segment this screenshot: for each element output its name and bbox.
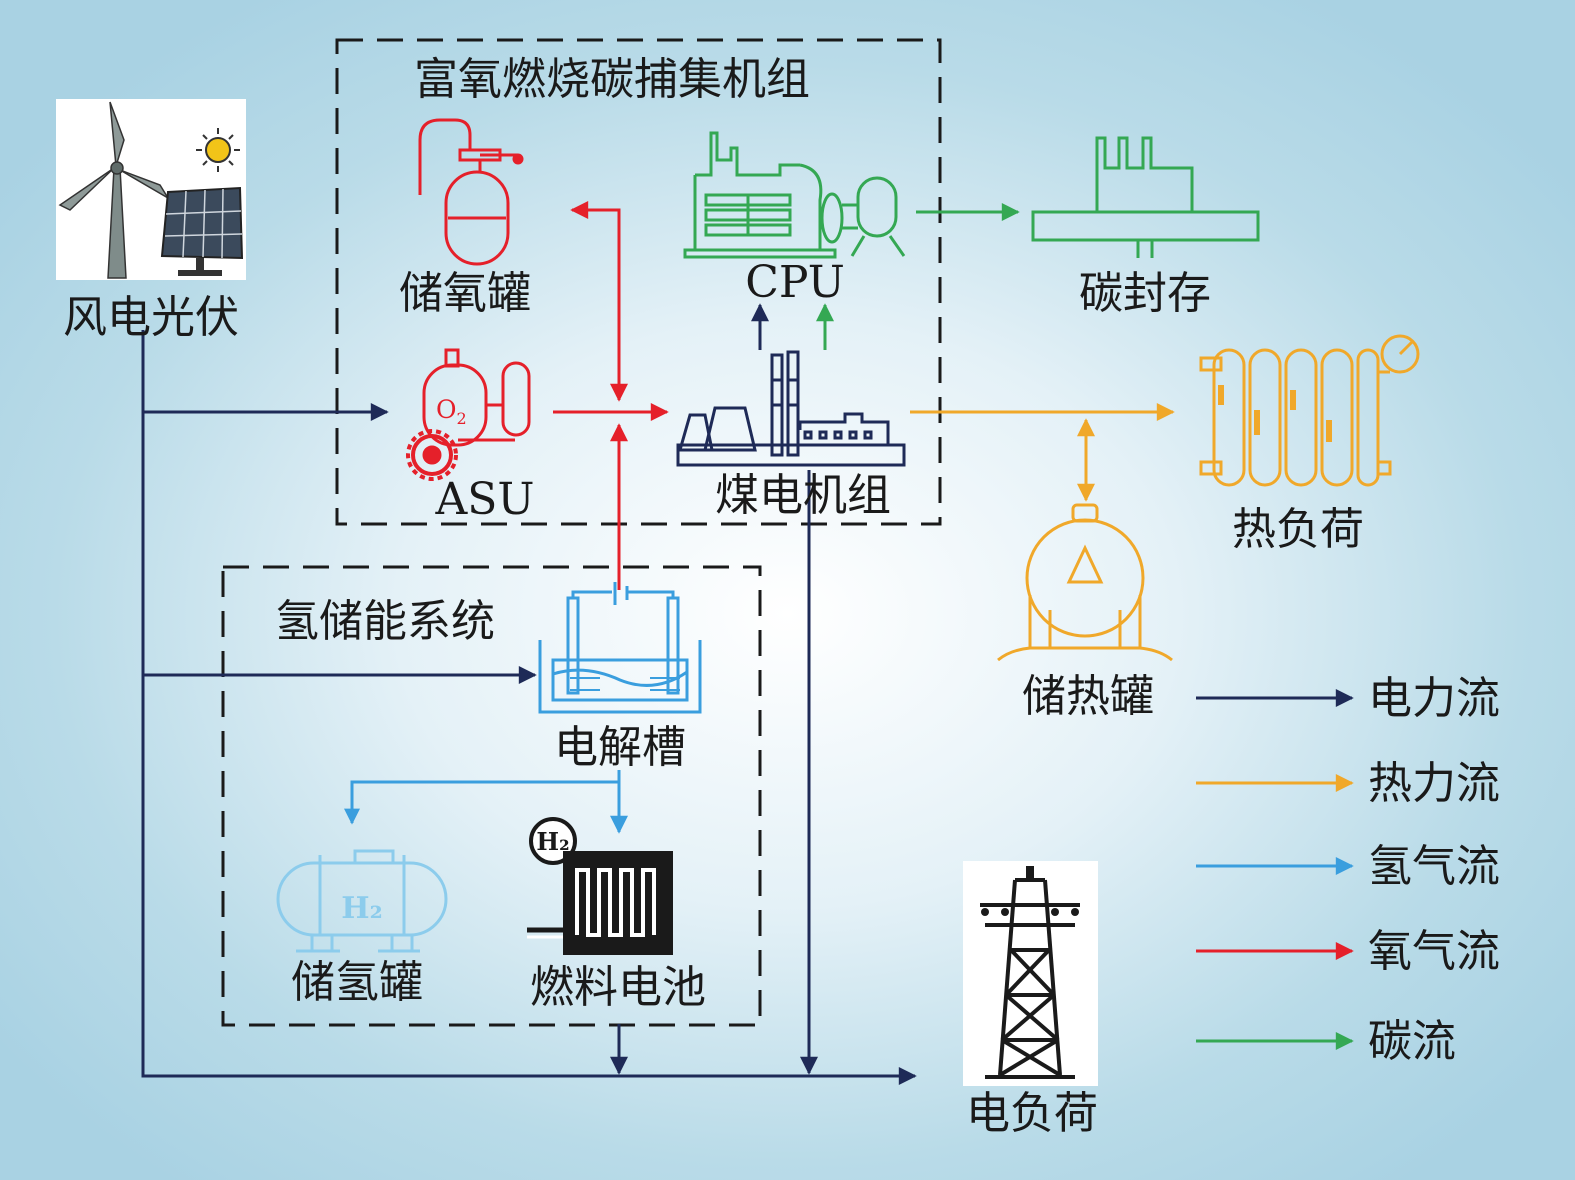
legend-item-carbon: 碳流 (1196, 1016, 1456, 1067)
hydrogen-flow-lines (344, 770, 628, 834)
node-label-heat-load: 热负荷 (1232, 504, 1364, 555)
node-label-power-load: 电负荷 (966, 1088, 1098, 1139)
node-label-h2-tank: 储氢罐 (291, 957, 423, 1008)
electrolyzer-icon (538, 582, 702, 714)
asu-icon (406, 348, 531, 481)
legend-label-power: 电力流 (1368, 673, 1500, 724)
hydrogen-tank-icon (276, 849, 448, 953)
node-label-asu: ASU (435, 474, 535, 525)
group-title-hydrogen-storage: 氢储能系统 (275, 596, 495, 647)
legend-label-hydrogen: 氢气流 (1368, 841, 1500, 892)
node-label-heat-tank: 储热罐 (1022, 671, 1154, 722)
carbon-flow-lines (816, 203, 1020, 350)
heat-flow-lines (910, 403, 1175, 502)
coal-power-unit-icon (676, 350, 906, 467)
legend-label-heat: 热力流 (1368, 758, 1500, 809)
oxygen-tank-icon (418, 118, 524, 266)
heat-storage-tank-icon (997, 503, 1173, 662)
node-label-o2-tank: 储氧罐 (399, 268, 531, 319)
node-label-carbon-storage: 碳封存 (1079, 268, 1211, 319)
node-label-cpu: CPU (745, 257, 845, 308)
legend-item-hydrogen: 氢气流 (1196, 841, 1500, 892)
group-title-oxy-ccs: 富氧燃烧碳捕集机组 (414, 54, 810, 105)
wind-solar-icon (56, 99, 246, 280)
legend-item-heat: 热力流 (1196, 758, 1500, 809)
carbon-storage-icon (1031, 136, 1260, 258)
power-flow-lines (141, 303, 917, 1085)
fuel-cell-h2-label: H₂ (536, 827, 569, 856)
legend-item-oxygen: 氧气流 (1196, 926, 1500, 977)
hydrogen-storage-group-box (221, 565, 762, 1027)
node-label-electrolyzer: 电解槽 (554, 722, 686, 773)
oxygen-flow-lines (553, 201, 669, 590)
power-tower-icon (963, 861, 1098, 1086)
asu-o2-symbol: O2 (436, 395, 467, 428)
hydrogen-tank-h2-label: H₂ (341, 891, 382, 926)
legend-label-carbon: 碳流 (1368, 1016, 1456, 1067)
fuel-cell-icon (527, 817, 673, 955)
cpu-icon (683, 131, 906, 259)
oxy-ccs-group-box (335, 38, 942, 526)
radiator-icon (1199, 334, 1420, 487)
node-label-fuel-cell: 燃料电池 (530, 962, 706, 1013)
node-label-coal-unit: 煤电机组 (715, 470, 891, 521)
node-label-wind-pv: 风电光伏 (63, 292, 239, 343)
legend: 电力流 热力流 氢气流 氧气流 碳流 (1196, 673, 1500, 1067)
legend-item-power: 电力流 (1196, 673, 1500, 724)
legend-label-oxygen: 氧气流 (1368, 926, 1500, 977)
